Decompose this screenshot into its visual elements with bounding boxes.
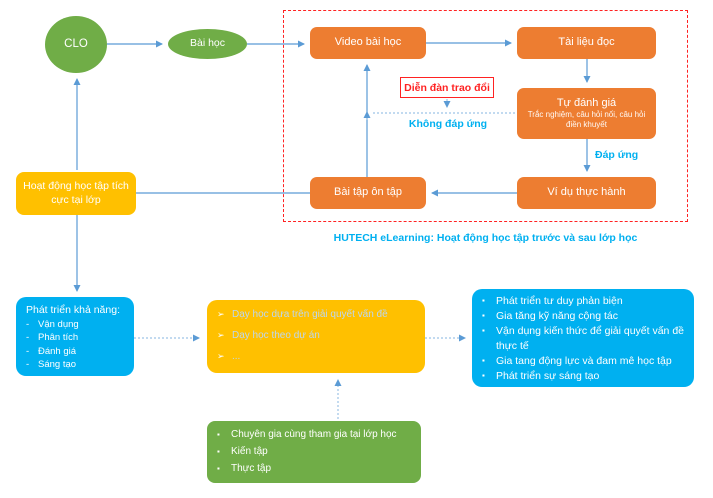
node-hoat-dong-thuc-te: ▪ Chuyên gia cùng tham gia tại lớp học ▪… <box>207 421 421 483</box>
list-item-label: Dạy học theo dự án <box>232 330 320 342</box>
list-item: ▪ Thực tập <box>217 462 411 476</box>
list-item-label: Kiến tập <box>231 445 268 457</box>
node-tu-danh-gia-title: Tự đánh giá <box>556 96 617 109</box>
elearning-dashed-frame <box>283 10 688 222</box>
list-item-label: Thực tập <box>231 463 272 475</box>
node-clo-label: CLO <box>64 38 88 51</box>
square-bullet: ▪ <box>482 370 485 380</box>
list-item-label: ... <box>232 351 241 363</box>
node-video-label: Video bài học <box>334 36 402 49</box>
list-item: ▪ Kiến tập <box>217 445 411 459</box>
list-item-label: Chuyên gia cùng tham gia tại lớp học <box>231 428 397 440</box>
list-item: ➢ ... <box>217 351 415 364</box>
list-item: ➢ Dạy học dựa trên giải quyết vấn đề <box>217 309 415 322</box>
node-phuong-phap-day-hoc: ➢ Dạy học dựa trên giải quyết vấn đề ➢ D… <box>207 300 425 373</box>
node-dien-dan-label: Diễn đàn trao đổi <box>404 81 490 94</box>
dash-bullet: - <box>26 332 30 344</box>
node-ket-qua: ▪ Phát triển tư duy phản biện ▪ Gia tăng… <box>472 289 694 387</box>
dash-bullet: - <box>26 319 30 330</box>
list-item: - Đánh giá <box>26 346 126 358</box>
list-item-label: Sáng tạo <box>38 359 77 371</box>
list-item: - Sáng tạo <box>26 359 126 371</box>
list-item: ▪ Gia tang động lực và đam mê học tập <box>482 354 686 369</box>
square-bullet: ▪ <box>482 355 485 365</box>
node-vi-du-thuc-hanh: Ví dụ thực hành <box>517 177 656 209</box>
list-item-label: Phân tích <box>38 332 79 344</box>
node-bai-hoc: Bài học <box>168 29 247 59</box>
square-bullet: ▪ <box>482 326 485 336</box>
node-phat-trien-kha-nang: Phát triển khả năng: - Vận dụng - Phân t… <box>16 297 134 376</box>
list-item: ▪ Vận dụng kiến thức để giải quyết vấn đ… <box>482 324 686 354</box>
label-khong-dap-ung: Không đáp ứng <box>408 118 488 130</box>
list-item-label: Vận dụng <box>38 319 79 330</box>
dash-bullet: - <box>26 345 30 357</box>
list-item-label: Phát triển sự sáng tạo <box>496 369 600 382</box>
list-item: ➢ Dạy học theo dự án <box>217 330 415 343</box>
list-item-label: Dạy học dựa trên giải quyết vấn đề <box>232 309 388 321</box>
list-item-label: Đánh giá <box>38 345 77 357</box>
arrow-bullet: ➢ <box>217 330 225 341</box>
node-video-bai-hoc: Video bài học <box>310 27 426 59</box>
arrow-bullet: ➢ <box>217 351 225 362</box>
square-bullet: ▪ <box>217 464 220 474</box>
arrow-bullet: ➢ <box>217 309 225 320</box>
list-item-label: Phát triển tư duy phản biện <box>496 295 623 308</box>
node-dien-dan-trao-doi: Diễn đàn trao đổi <box>400 77 494 98</box>
node-bai-tap-on-tap: Bài tập ôn tập <box>310 177 426 209</box>
node-hoat-dong-label: Hoạt động học tập tích cực tại lớp <box>23 180 129 206</box>
node-bai-hoc-label: Bài học <box>189 37 226 50</box>
node-vi-du-label: Ví dụ thực hành <box>547 186 626 199</box>
list-item-label: Gia tang động lực và đam mê học tập <box>496 354 672 367</box>
square-bullet: ▪ <box>482 311 485 321</box>
square-bullet: ▪ <box>217 446 220 456</box>
list-item: ▪ Phát triển sự sáng tạo <box>482 369 686 384</box>
list-item: ▪ Phát triển tư duy phản biện <box>482 294 686 309</box>
node-tu-danh-gia-subtitle: Trắc nghiệm, câu hỏi nối, câu hỏi điền k… <box>527 110 646 130</box>
node-tai-lieu-doc: Tài liệu đọc <box>517 27 656 59</box>
list-item: - Phân tích <box>26 332 126 344</box>
diagram-caption: HUTECH eLearning: Hoạt động học tập trướ… <box>333 232 638 244</box>
node-tai-lieu-label: Tài liệu đọc <box>558 36 615 49</box>
node-hoat-dong-hoc-tap: Hoạt động học tập tích cực tại lớp <box>16 172 136 215</box>
square-bullet: ▪ <box>482 296 485 306</box>
list-item: ▪ Gia tăng kỹ năng cộng tác <box>482 309 686 324</box>
list-item-label: Gia tăng kỹ năng cộng tác <box>496 310 618 323</box>
list-item: ▪ Chuyên gia cùng tham gia tại lớp học <box>217 428 411 442</box>
list-item-label: Vận dụng kiến thức để giải quyết vấn đề … <box>496 325 684 352</box>
list-item: - Vận dụng <box>26 319 126 331</box>
node-bai-tap-label: Bài tập ôn tập <box>334 186 402 199</box>
node-tu-danh-gia: Tự đánh giá Trắc nghiệm, câu hỏi nối, câ… <box>517 88 656 139</box>
label-dap-ung: Đáp ứng <box>595 149 639 161</box>
phat-trien-title: Phát triển khả năng: <box>26 304 120 316</box>
dash-bullet: - <box>26 359 30 371</box>
node-clo: CLO <box>45 16 107 73</box>
square-bullet: ▪ <box>217 429 220 439</box>
